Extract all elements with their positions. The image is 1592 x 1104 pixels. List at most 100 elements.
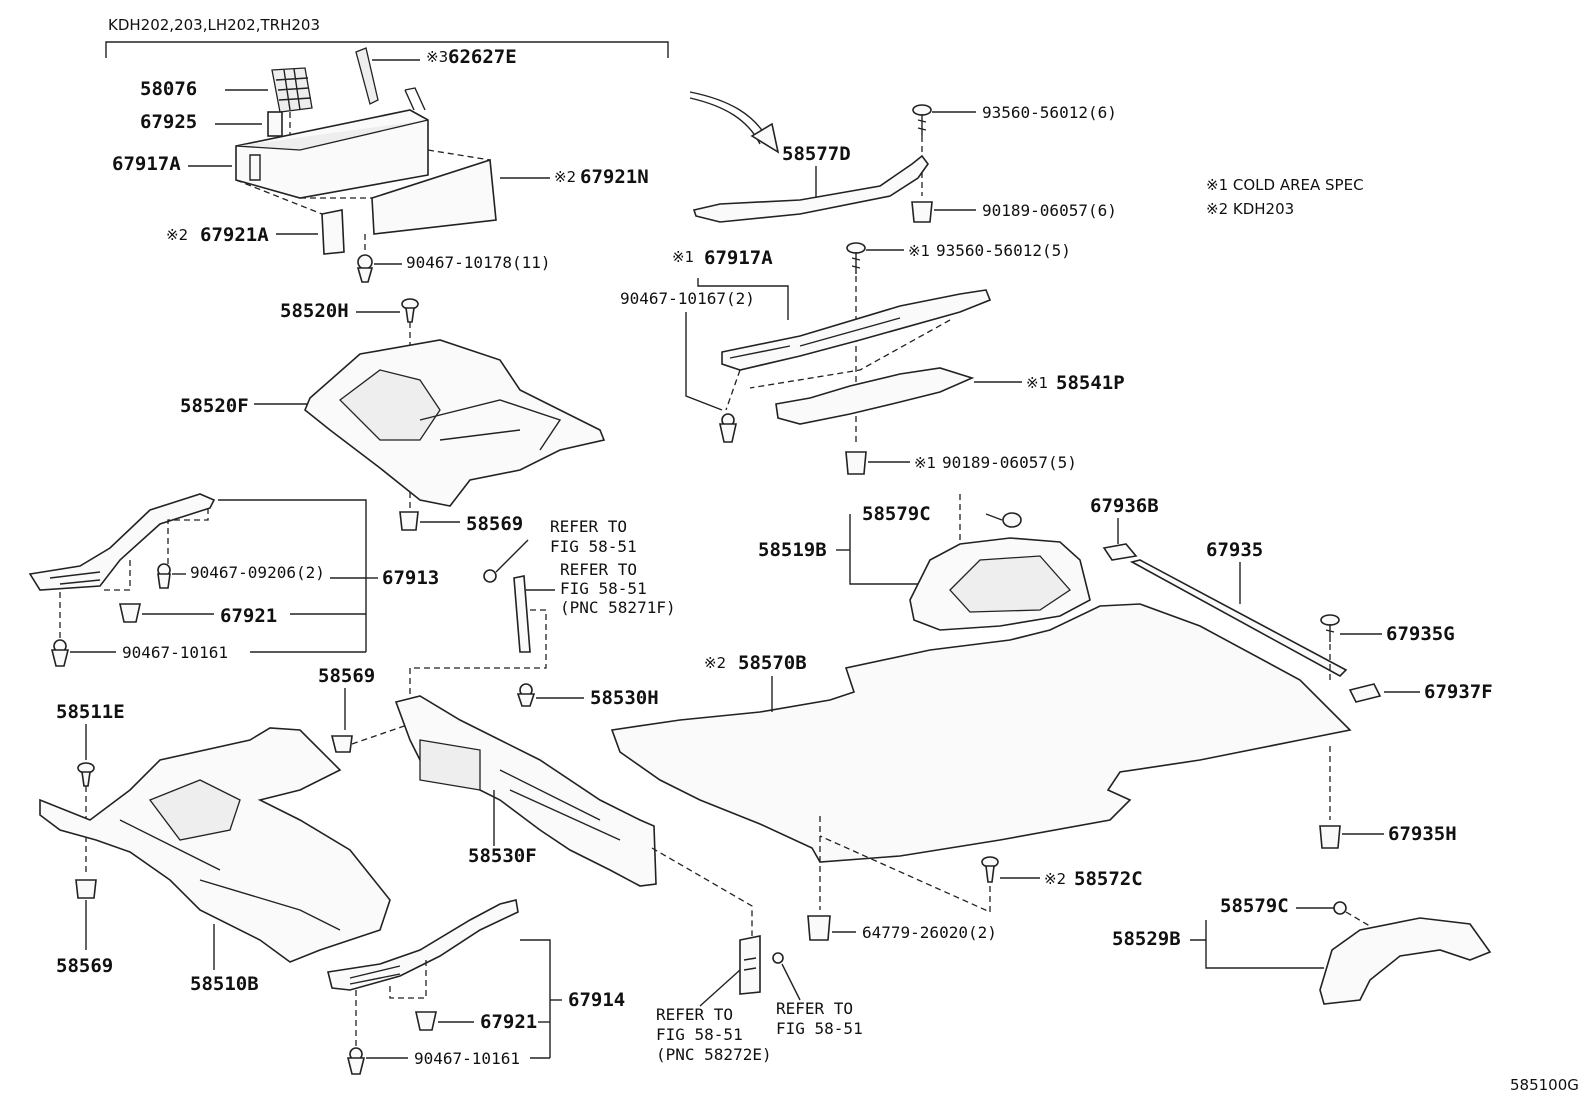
label-90467-10161-b: 90467-10161 (414, 1049, 520, 1068)
part-58579C-clip-b (1333, 901, 1347, 915)
label-90189-06057-6: 90189-06057(6) (982, 201, 1117, 220)
refer-b-line2: FIG 58-51 (560, 579, 647, 598)
label-67937F: 67937F (1424, 681, 1493, 703)
part-58541P-insulator (775, 367, 975, 425)
part-67937F-pad (1348, 683, 1382, 703)
direction-arrow (689, 91, 780, 154)
label-67925: 67925 (140, 111, 197, 133)
part-90467-10167-clip (719, 413, 737, 443)
label-90467-10167: 90467-10167(2) (620, 289, 755, 308)
mark-67917A-mid: ※1 (672, 248, 694, 266)
header-bracket (105, 41, 669, 58)
label-67936B: 67936B (1090, 495, 1159, 517)
mark-58572C: ※2 (1044, 870, 1066, 888)
refer-b-line3: (PNC 58271F) (560, 598, 676, 617)
part-67935H-nut (1319, 825, 1341, 849)
part-ref-bracket-c (739, 935, 761, 995)
refer-a-line2: FIG 58-51 (550, 537, 637, 556)
label-58569-c: 58569 (318, 665, 375, 687)
part-58569-clip-c (330, 735, 353, 753)
label-67914: 67914 (568, 989, 625, 1011)
label-67917A-top: 67917A (112, 153, 181, 175)
label-67917A-mid: 67917A (704, 247, 773, 269)
label-58520F: 58520F (180, 395, 249, 417)
label-58530H: 58530H (590, 687, 659, 709)
part-62627E-clip (355, 47, 379, 105)
part-58076-grille (271, 67, 313, 113)
label-58510B: 58510B (190, 973, 259, 995)
mark-58541P: ※1 (1026, 374, 1048, 392)
part-93560-56012-screw-b (846, 242, 866, 274)
label-67935G: 67935G (1386, 623, 1455, 645)
part-58510B-carpet (39, 727, 391, 963)
mark-58570B: ※2 (704, 654, 726, 672)
part-67913-scuff-plate (28, 493, 216, 591)
part-90467-09206-clip (157, 563, 171, 589)
label-58569-b: 58569 (56, 955, 113, 977)
part-ref-bracket-b (513, 575, 531, 653)
label-67935H: 67935H (1388, 823, 1457, 845)
label-67921A: 67921A (200, 224, 269, 246)
label-67913: 67913 (382, 567, 439, 589)
part-58530F-tunnel (394, 695, 657, 887)
mark-67921N: ※2 (554, 168, 576, 186)
legend-note-1: ※1 COLD AREA SPEC (1206, 176, 1364, 194)
mark-67921A: ※2 (166, 226, 188, 244)
label-90467-09206: 90467-09206(2) (190, 563, 325, 582)
part-58511E-clip (77, 762, 95, 787)
part-90189-06057-nut-a (911, 201, 933, 223)
refer-c-line1: REFER TO (656, 1005, 733, 1024)
refer-d-line2: FIG 58-51 (776, 1019, 863, 1038)
part-58520F-carpet (304, 339, 606, 507)
label-58530F: 58530F (468, 845, 537, 867)
models-header: KDH202,203,LH202,TRH203 (108, 16, 320, 34)
label-58579C-b: 58579C (1220, 895, 1289, 917)
mark-62627E: ※3 (426, 48, 448, 66)
label-58541P: 58541P (1056, 372, 1125, 394)
label-90189-06057-5: 90189-06057(5) (942, 453, 1077, 472)
part-58519B-cover (909, 537, 1091, 631)
part-58529B-cover (1319, 917, 1492, 1005)
part-58520H-clip (401, 298, 419, 323)
part-58572C-clip (981, 856, 999, 883)
part-67921-clip-b (415, 1011, 437, 1031)
mark-93560-56012-5: ※1 (908, 242, 930, 260)
part-90467-10178-clip (356, 254, 374, 283)
part-90467-10161-clip-b (346, 1047, 366, 1075)
part-67917A-bracket (235, 87, 429, 199)
figure-id: 585100G (1510, 1076, 1579, 1094)
part-67921N-insulator (371, 158, 497, 235)
label-90467-10178: 90467-10178(11) (406, 253, 551, 272)
part-67935-rail (1129, 559, 1348, 677)
part-ref-clip-a (483, 569, 497, 583)
part-67935G-screw (1320, 614, 1340, 642)
label-58519B: 58519B (758, 539, 827, 561)
label-93560-56012-6: 93560-56012(6) (982, 103, 1117, 122)
part-67936B-pad (1102, 543, 1138, 561)
label-58569-a: 58569 (466, 513, 523, 535)
label-58511E: 58511E (56, 701, 125, 723)
part-67921-clip-a (119, 603, 141, 623)
legend-note-2: ※2 KDH203 (1206, 200, 1294, 218)
label-64779-26020: 64779-26020(2) (862, 923, 997, 942)
label-58520H: 58520H (280, 300, 349, 322)
label-58076: 58076 (140, 78, 197, 100)
label-58529B: 58529B (1112, 928, 1181, 950)
label-67921N: 67921N (580, 166, 649, 188)
label-58579C-a: 58579C (862, 503, 931, 525)
part-67921A-pad (321, 209, 345, 255)
label-93560-56012-5: 93560-56012(5) (936, 241, 1071, 260)
refer-c-line2: FIG 58-51 (656, 1025, 743, 1044)
part-90189-06057-nut-b (845, 451, 867, 475)
label-67921-b: 67921 (480, 1011, 537, 1033)
part-58569-clip-b (75, 879, 97, 899)
part-64779-26020-clip (807, 915, 831, 941)
label-67935: 67935 (1206, 539, 1263, 561)
label-58577D: 58577D (782, 143, 851, 165)
label-62627E: 62627E (448, 46, 517, 68)
refer-a-line1: REFER TO (550, 517, 627, 536)
part-ref-clip-d (772, 952, 784, 964)
part-58577D-bar (692, 154, 929, 223)
